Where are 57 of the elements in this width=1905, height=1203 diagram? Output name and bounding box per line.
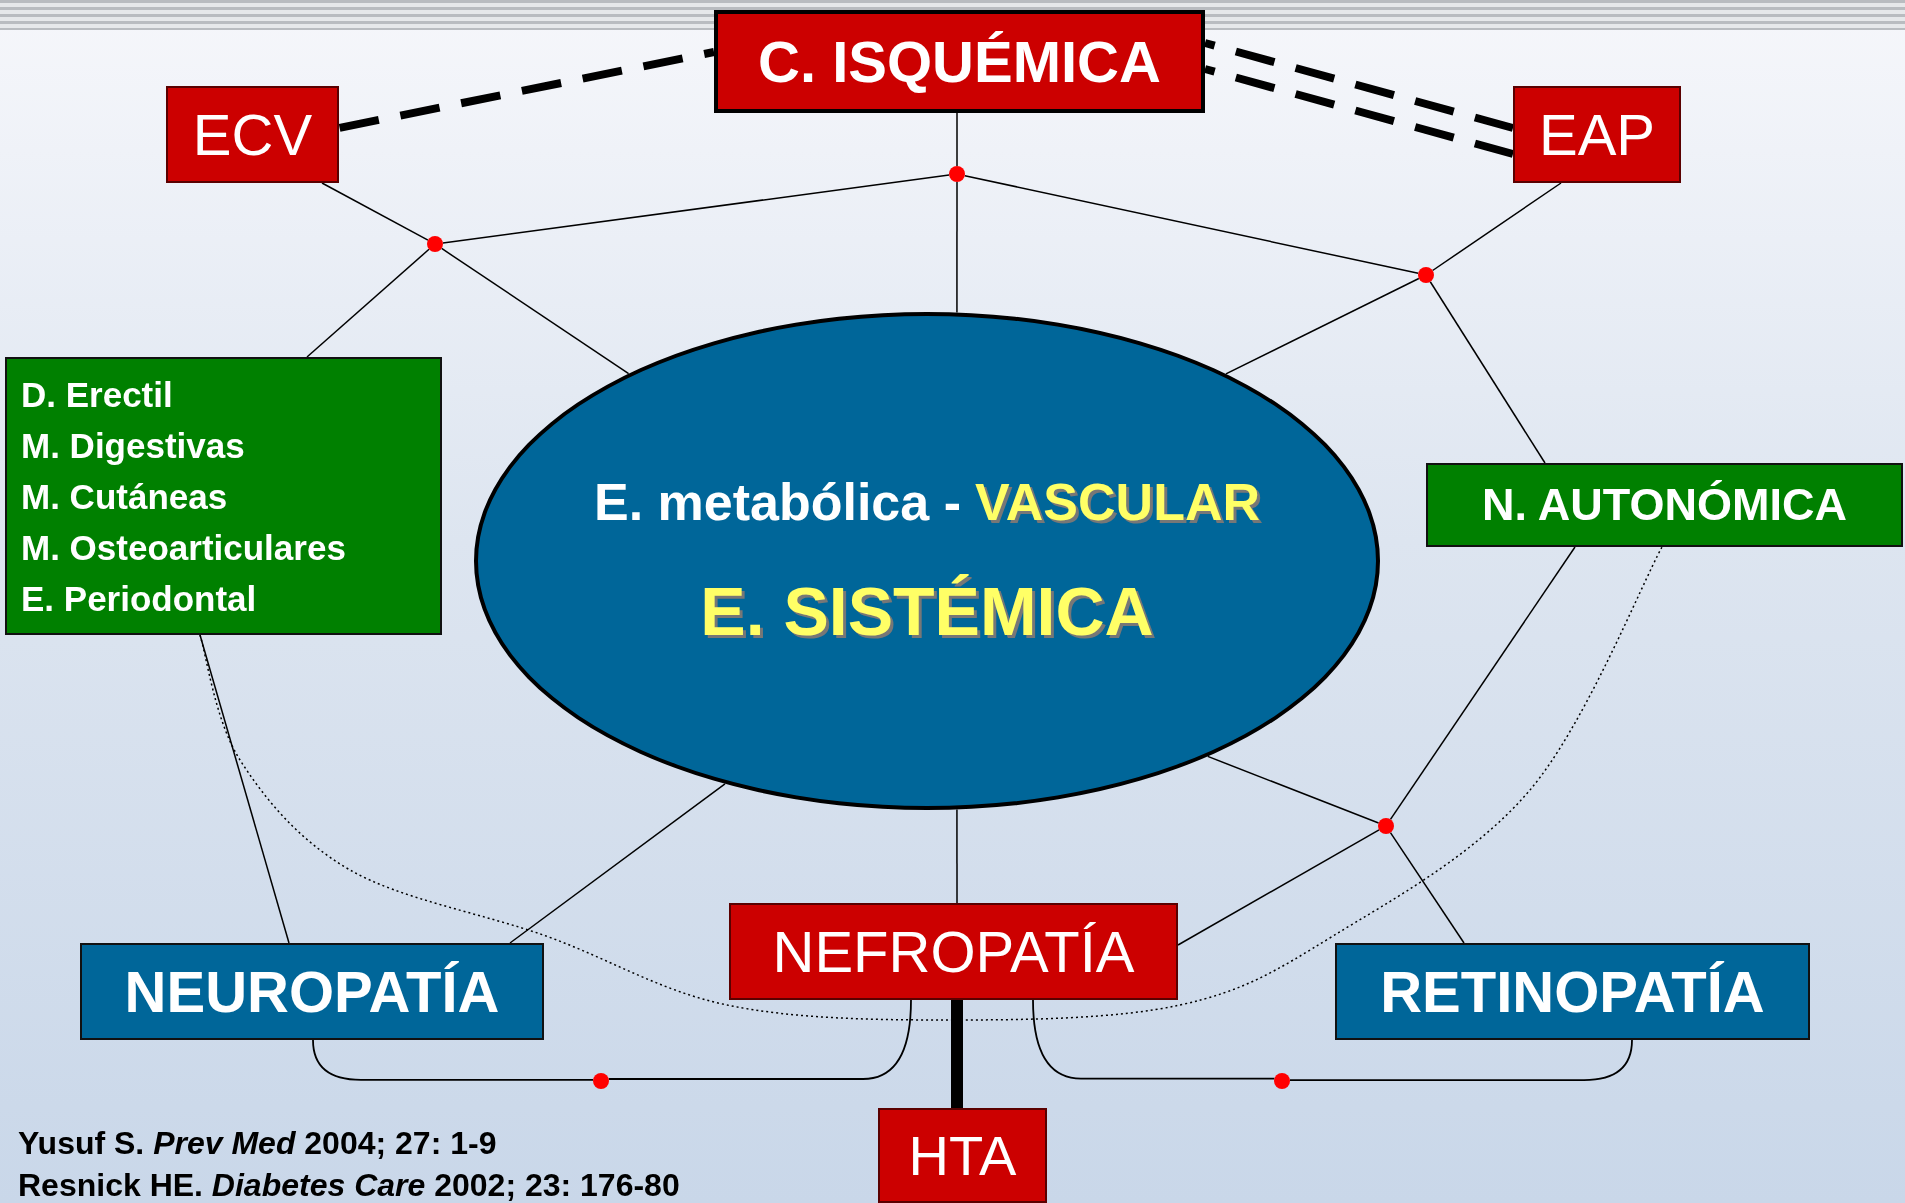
box-label: NEUROPATÍA: [124, 958, 500, 1025]
connector-line: [956, 181, 958, 314]
connector-line: [956, 112, 958, 167]
connector-line: [306, 248, 430, 358]
list-item: M. Osteoarticulares: [21, 526, 346, 569]
label-box: [729, 903, 1178, 1000]
highlight-label: VASCULAR: [974, 472, 1260, 532]
box-label: RETINOPATÍA: [1380, 958, 1765, 1025]
connector-line: [1289, 1039, 1633, 1081]
junction-dot: [427, 236, 443, 252]
dashed-connector: [199, 546, 1663, 1021]
connector-line: [509, 783, 726, 944]
connector-line: [312, 1039, 594, 1081]
connector-line: [1389, 831, 1465, 944]
list-item: M. Cutáneas: [21, 475, 228, 518]
box-label: EAP: [1538, 101, 1656, 168]
connector-line: [1429, 281, 1546, 464]
junction-dot: [1378, 818, 1394, 834]
connector-line: [1207, 755, 1380, 824]
label-box: [1426, 463, 1903, 547]
connector-line: [1177, 829, 1380, 946]
connector-line: [607, 999, 912, 1080]
ellipse-label: E. metabólica -: [593, 472, 961, 532]
list-item: M. Digestivas: [21, 424, 245, 467]
connector-line: [321, 182, 429, 241]
label-box: [1513, 86, 1681, 183]
box-label: NEFROPATÍA: [772, 918, 1135, 985]
label-box: [1335, 943, 1810, 1040]
connector-line: [440, 247, 630, 375]
connector-line: [199, 634, 290, 944]
connector-line: [951, 1000, 963, 1108]
connector-line: [442, 174, 950, 244]
label-box: [714, 10, 1205, 113]
connector-line: [1431, 182, 1562, 272]
junction-dot: [949, 166, 965, 182]
connector-line: [1225, 277, 1420, 375]
junction-dot: [1274, 1073, 1290, 1089]
box-label: HTA: [908, 1123, 1017, 1188]
dashed-connector: [338, 48, 715, 132]
box-label: C. ISQUÉMICA: [758, 28, 1161, 95]
connector-line: [1389, 546, 1576, 821]
label-box: [80, 943, 544, 1040]
connector-line: [956, 808, 958, 904]
junction-dot: [593, 1073, 609, 1089]
list-item: E. Periodontal: [21, 577, 257, 620]
citation-text: Yusuf S. Prev Med 2004; 27: 1-9: [18, 1125, 497, 1162]
label-box: [878, 1108, 1047, 1203]
box-label: N. AUTONÓMICA: [1482, 479, 1847, 531]
list-item: D. Erectil: [21, 373, 173, 416]
citation-text: Resnick HE. Diabetes Care 2002; 23: 176-80: [18, 1167, 680, 1203]
label-box: [166, 86, 339, 183]
list-box: [5, 357, 442, 635]
connector-line: [1032, 999, 1276, 1080]
highlight-label: E. SISTÉMICA: [700, 572, 1154, 650]
connector-line: [964, 174, 1419, 275]
junction-dot: [1418, 267, 1434, 283]
box-label: ECV: [192, 101, 313, 168]
